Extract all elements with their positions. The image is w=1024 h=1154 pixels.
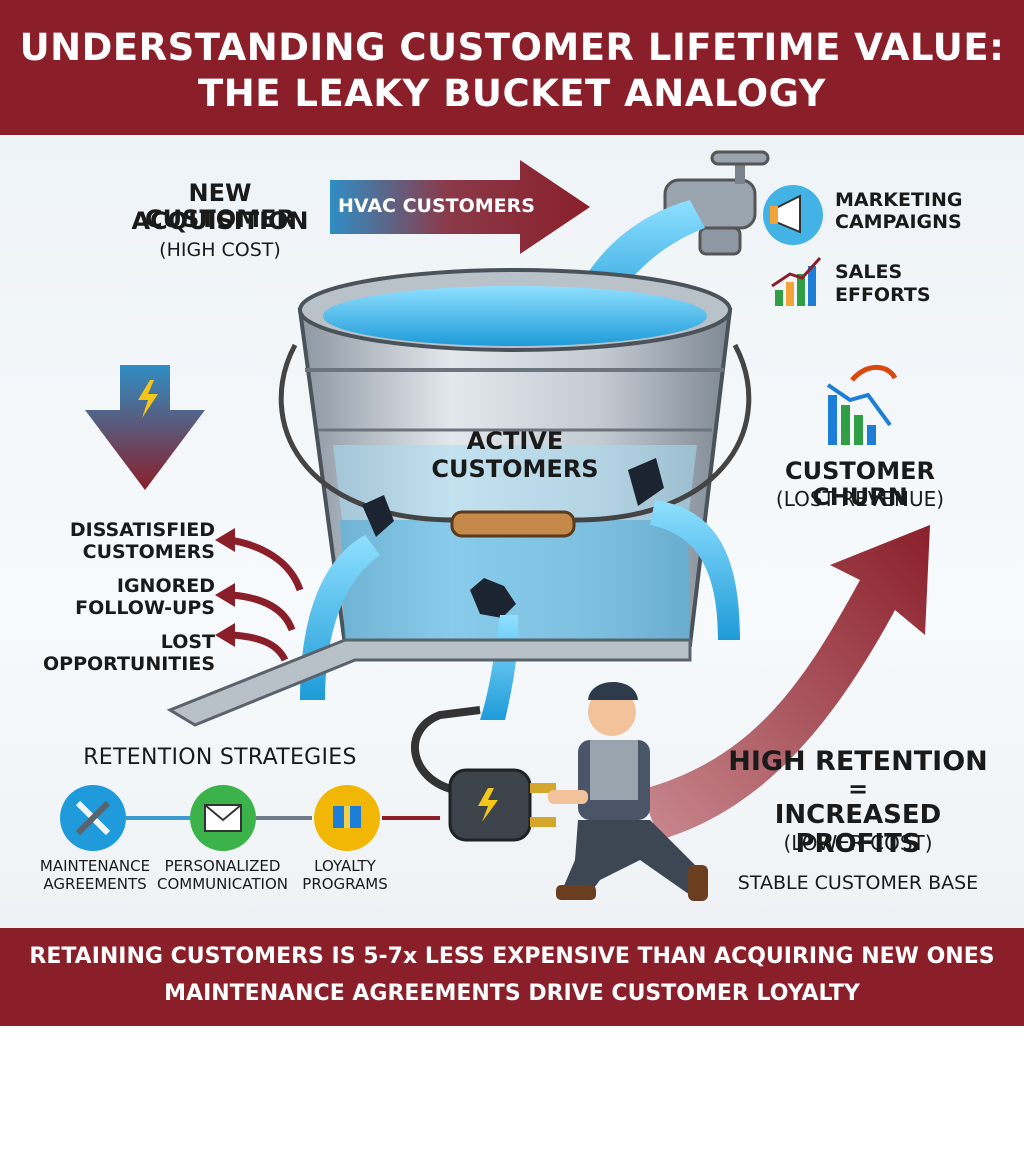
result-line3: (LOWER COST) [783, 831, 933, 855]
footer-line2: MAINTENANCE AGREEMENTS DRIVE CUSTOMER LO… [164, 981, 860, 1006]
footer-banner [0, 928, 1024, 1026]
power-plug-icon [410, 706, 556, 842]
envelope-icon [190, 785, 256, 851]
header-banner [0, 0, 1024, 135]
tools-icon [60, 785, 126, 851]
megaphone-icon [763, 185, 823, 245]
acquisition-arrow-label: HVAC CUSTOMERS [338, 195, 535, 217]
page-title-line1: UNDERSTANDING CUSTOMER LIFETIME VALUE: [19, 26, 1005, 69]
churn-subtitle: (LOST REVENUE) [775, 487, 945, 511]
retention-item-label-line1: MAINTENANCE [39, 857, 151, 875]
retention-item-label-line1: PERSONALIZED [164, 857, 281, 875]
acquisition-arrow [330, 160, 590, 254]
result-line2: INCREASED PROFITS [774, 800, 942, 859]
leak-arrow [215, 583, 235, 607]
leak-label-line1: DISSATISFIED [69, 519, 215, 541]
leak-label-line1: IGNORED [116, 575, 215, 597]
footer-line1: RETAINING CUSTOMERS IS 5-7x LESS EXPENSI… [29, 944, 995, 969]
technician-figure [548, 682, 708, 901]
leak-arrow [231, 591, 296, 632]
sales-label-line2: EFFORTS [835, 284, 931, 306]
leak-label-line1: LOST [160, 631, 215, 653]
acquisition-title-line1: NEW CUSTOMER [145, 179, 295, 234]
bucket-stand [166, 638, 692, 727]
marketing-label-line1: MARKETING [835, 189, 963, 211]
acquisition-title-line2: ACQUISITION [131, 207, 309, 235]
gift-icon [314, 785, 380, 851]
bucket-label-line1: ACTIVE [466, 427, 564, 455]
leak-label-line2: CUSTOMERS [82, 541, 215, 563]
growth-arrow [640, 525, 930, 840]
retention-item-label-line2: PROGRAMS [302, 875, 388, 893]
down-arrow [85, 365, 205, 490]
marketing-label-line2: CAMPAIGNS [835, 211, 962, 233]
leak-stream [650, 500, 740, 640]
page-title-line2: THE LEAKY BUCKET ANALOGY [198, 72, 826, 115]
leak-arrow [231, 631, 289, 662]
retention-item-label-line2: AGREEMENTS [43, 875, 147, 893]
retention-title: RETENTION STRATEGIES [83, 745, 357, 770]
leak-arrow [229, 536, 304, 592]
result-line1: HIGH RETENTION [728, 746, 988, 777]
churn-title: CUSTOMER CHURN [785, 457, 935, 512]
acquisition-subtitle: (HIGH COST) [159, 239, 281, 261]
bucket-icon [278, 268, 752, 647]
leak-label-line2: FOLLOW-UPS [75, 597, 215, 619]
retention-item-label-line1: LOYALTY [314, 857, 376, 875]
leak-label-line2: OPPORTUNITIES [43, 653, 215, 675]
leak-arrow [215, 623, 235, 647]
declining-chart-icon [826, 364, 898, 445]
result-equals: = [847, 775, 869, 803]
bucket-label-line2: CUSTOMERS [431, 455, 599, 483]
retention-item-label-line2: COMMUNICATION [157, 875, 288, 893]
result-line4: STABLE CUSTOMER BASE [737, 872, 979, 894]
sales-label-line1: SALES [835, 261, 903, 283]
leak-arrow [215, 528, 235, 552]
growth-chart-icon [771, 256, 822, 306]
